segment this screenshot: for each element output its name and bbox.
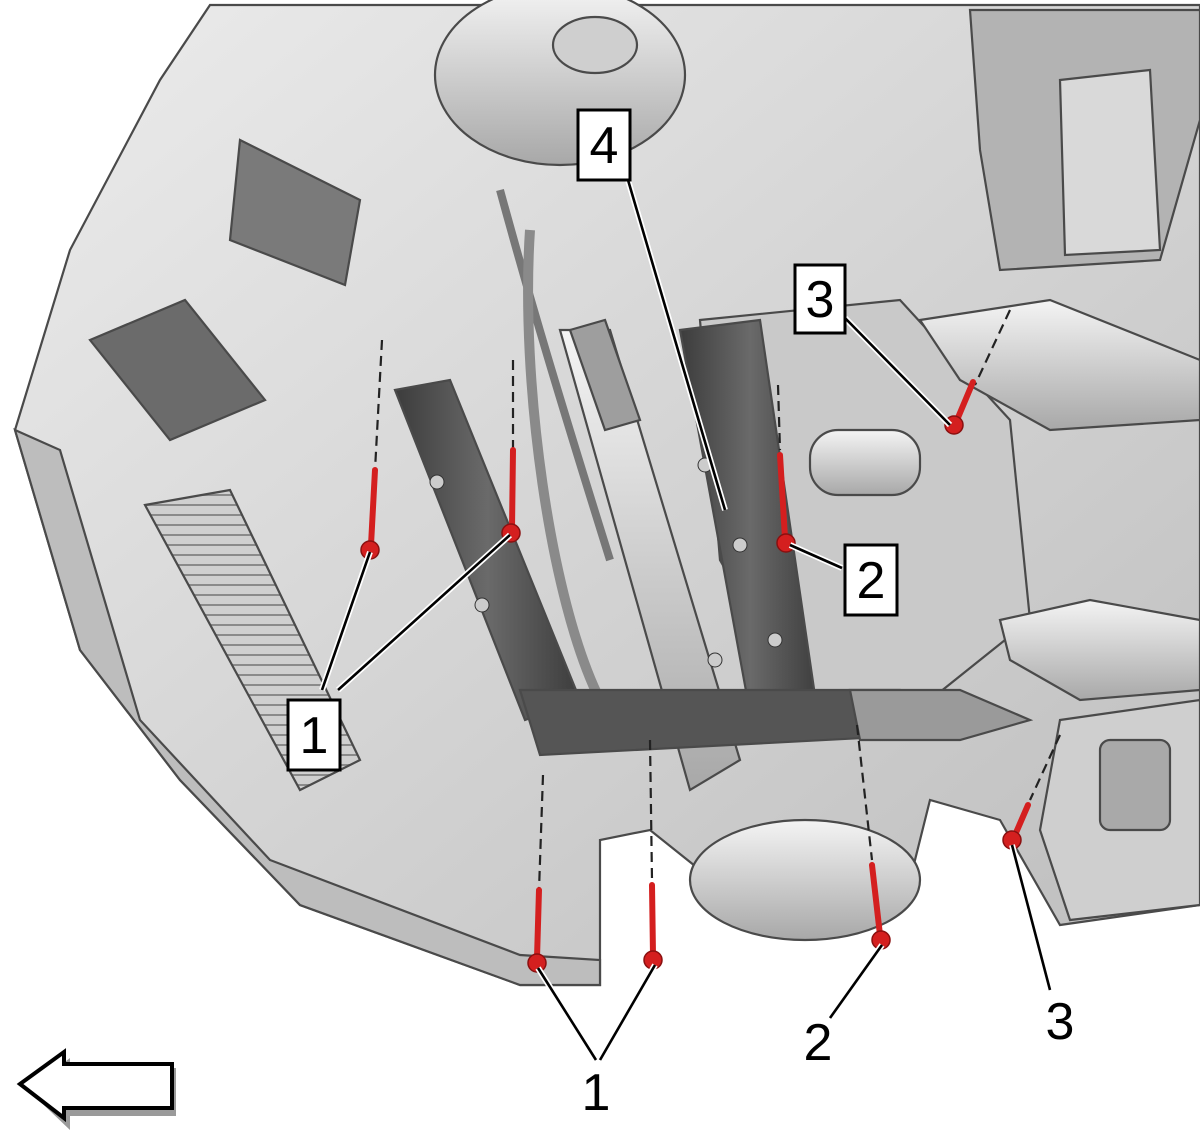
steering-boot — [568, 318, 642, 432]
engine-mount-bracket — [1058, 68, 1162, 257]
bottom-label-3: 3 — [1046, 993, 1075, 1051]
callout-box-1: 1 — [286, 698, 342, 772]
catalytic-converter-upper — [918, 298, 1200, 432]
callout-label-3: 3 — [806, 271, 835, 329]
callout-label-4: 4 — [590, 117, 619, 175]
bottom-label-2: 2 — [804, 1014, 833, 1072]
ac-line — [523, 229, 605, 703]
wheel-hub — [551, 15, 639, 75]
callout-box-2: 2 — [843, 543, 899, 617]
air-duct-upper — [228, 138, 362, 287]
starter-motor — [808, 428, 922, 497]
air-duct — [88, 298, 267, 442]
bolt-icon — [776, 452, 796, 553]
bolt-icon — [643, 882, 663, 970]
arrow-left-icon — [16, 1048, 176, 1130]
crank-pulley — [688, 818, 922, 942]
callout-box-3: 3 — [793, 263, 847, 335]
install-axis-lines — [373, 309, 1061, 891]
brake-line — [496, 188, 614, 562]
bolt-icon — [1002, 802, 1031, 850]
brake-disc — [433, 0, 687, 167]
callout-label-2: 2 — [857, 552, 886, 610]
bottom-label-1: 1 — [582, 1064, 611, 1122]
exhaust-hanger — [1098, 738, 1172, 832]
bumper-lip — [13, 428, 602, 987]
callout-label-1: 1 — [300, 707, 329, 765]
catalytic-converter-lower — [998, 598, 1200, 702]
callout-box-4: 4 — [576, 108, 632, 182]
leader-lines — [319, 179, 1053, 1062]
